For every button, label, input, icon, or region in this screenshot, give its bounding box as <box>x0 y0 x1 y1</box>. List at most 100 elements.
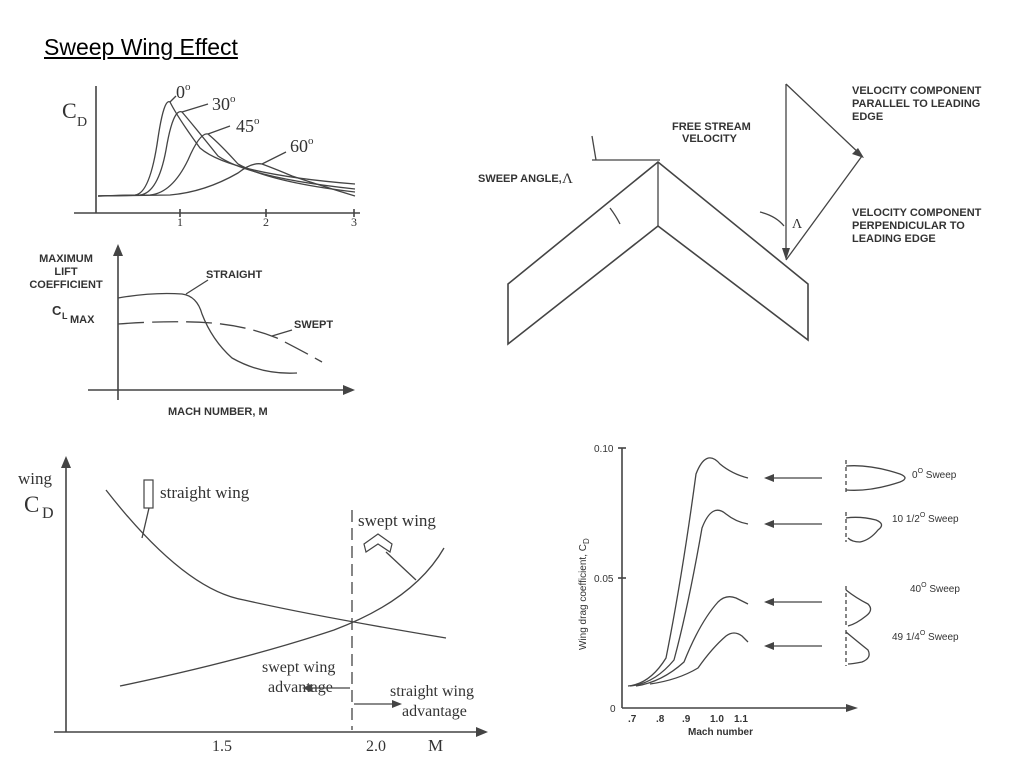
profile-0-sweep-wing <box>845 465 906 491</box>
perpendicular-line1: VELOCITY COMPONENT <box>852 207 982 219</box>
y-axis-arrow <box>113 244 123 256</box>
sweep-angle-label: SWEEP ANGLE, <box>478 173 562 185</box>
drag-coefficient-diagram: Wing drag coefficient, CD 0.10 0.05 0 .7… <box>578 444 960 738</box>
angle-label-0: 0o <box>176 81 191 102</box>
sweep-label-10: 10 1/2O Sweep <box>892 512 959 525</box>
cd-axis-subscript: D <box>77 115 87 130</box>
angle-label-45: 45o <box>236 115 260 136</box>
parallel-arrowhead <box>852 148 864 158</box>
tick-label-2: 2 <box>263 215 269 228</box>
y-axis-label: Wing drag coefficient, CD <box>578 538 591 650</box>
cd-symbol: C <box>24 492 39 517</box>
free-stream-arrowhead <box>782 248 790 260</box>
swept-wing-curve <box>119 547 445 687</box>
profile-49-sweep-wing <box>845 631 870 665</box>
wing-geometry-diagram: FREE STREAM VELOCITY SWEEP ANGLE, Λ Λ VE… <box>478 83 982 346</box>
y-label-line3: COEFFICIENT <box>29 279 103 291</box>
angle-label-30: 30o <box>212 93 236 114</box>
x-axis-arrow <box>846 704 858 712</box>
angle-label-60: 60o <box>290 135 314 156</box>
straight-adv-line2: advantage <box>402 703 467 720</box>
lambda-arc <box>759 211 785 227</box>
lift-coefficient-panel: MAXIMUM LIFT COEFFICIENT C L MAX STRAIGH… <box>22 240 367 430</box>
parallel-line3: EDGE <box>852 111 883 123</box>
straight-wing-curve <box>105 489 447 639</box>
y-tick-label-0-10: 0.10 <box>594 444 614 455</box>
y-tick-label-0: 0 <box>610 704 616 715</box>
x-axis-label: Mach number <box>688 727 753 738</box>
straight-adv-line1: straight wing <box>390 683 474 700</box>
sweep-label-40: 40O Sweep <box>910 582 960 595</box>
x-axis-arrow <box>476 727 488 737</box>
swept-wing-icon <box>363 533 393 553</box>
x-tick-0-7: .7 <box>628 714 637 725</box>
x-axis-label: MACH NUMBER, M <box>168 406 268 418</box>
x-axis-label: M <box>428 736 443 755</box>
wing-label: wing <box>18 469 53 488</box>
sweep-label-49: 49 1/4O Sweep <box>892 630 959 643</box>
parallel-line2: PARALLEL TO LEADING <box>852 98 980 110</box>
swept-label: SWEPT <box>294 319 333 331</box>
wing-geometry-panel: FREE STREAM VELOCITY SWEEP ANGLE, Λ Λ VE… <box>470 78 1000 350</box>
leader-60 <box>261 151 287 165</box>
sweep-angle-arc <box>609 207 621 225</box>
perpendicular-line3: LEADING EDGE <box>852 233 936 245</box>
drag-coefficient-panel: Wing drag coefficient, CD 0.10 0.05 0 .7… <box>570 438 1015 748</box>
perpendicular-line2: PERPENDICULAR TO <box>852 220 965 232</box>
x-axis-arrow <box>343 385 355 395</box>
lambda-label: Λ <box>792 217 803 232</box>
swept-adv-arrowhead <box>302 684 312 692</box>
sweep-label-0: 0O Sweep <box>912 468 957 481</box>
leader-0 <box>169 95 177 103</box>
straight-wing-label: straight wing <box>160 483 250 502</box>
clmax-sub-l: L <box>62 311 68 321</box>
swept-adv-line1: swept wing <box>262 659 335 676</box>
straight-leader <box>185 279 209 295</box>
free-stream-line1: FREE STREAM <box>672 121 751 133</box>
x-tick-0-9: .9 <box>682 714 691 725</box>
x-tick-1-1: 1.1 <box>734 714 748 725</box>
leader-45 <box>207 125 231 135</box>
x-tick-2-0: 2.0 <box>366 738 386 755</box>
straight-adv-arrowhead <box>392 700 402 708</box>
sweep-angle-marker <box>591 135 597 161</box>
sweep-angle-symbol: Λ <box>562 171 573 187</box>
straight-wing-leader <box>141 507 150 539</box>
tick-label-3: 3 <box>351 215 357 228</box>
curve-40-sweep <box>635 596 749 687</box>
y-tick-label-0-05: 0.05 <box>594 574 614 585</box>
clmax-sub-max: MAX <box>70 314 95 326</box>
x-tick-1-0: 1.0 <box>710 714 724 725</box>
profile-10-sweep-wing <box>845 516 883 543</box>
arrowhead-40-sweep <box>764 598 774 606</box>
drag-vs-mach-panel: C D 1 2 3 0o 30o 45o 60o <box>60 78 370 228</box>
curve-0-sweep <box>627 457 749 687</box>
cd-axis-label: C <box>62 98 77 123</box>
straight-wing-icon <box>143 479 154 509</box>
parallel-line1: VELOCITY COMPONENT <box>852 85 982 97</box>
wing-comparison-panel: wing C D straight wing swept wing swept … <box>14 450 494 760</box>
straight-curve <box>117 292 298 374</box>
swept-adv-line2: advantage <box>268 679 333 696</box>
cd-subscript: D <box>42 505 54 522</box>
parallel-component-vector <box>785 83 863 157</box>
y-label-line1: MAXIMUM <box>39 253 93 265</box>
straight-label: STRAIGHT <box>206 269 263 281</box>
swept-wing-label: swept wing <box>358 511 436 530</box>
swept-leader <box>271 329 293 337</box>
curve-10-sweep <box>629 509 749 687</box>
curve-60-deg <box>97 163 356 197</box>
x-tick-1-5: 1.5 <box>212 738 232 755</box>
drag-vs-mach-diagram: C D 1 2 3 0o 30o 45o 60o <box>62 81 360 228</box>
wing-comparison-diagram: wing C D straight wing swept wing swept … <box>18 456 488 755</box>
profile-40-sweep-wing <box>845 589 872 627</box>
tick-label-1: 1 <box>177 215 183 228</box>
swept-curve <box>117 321 323 363</box>
curve-45-deg <box>97 133 356 197</box>
curve-49-sweep <box>649 632 749 685</box>
free-stream-line2: VELOCITY <box>682 133 738 145</box>
arrowhead-49-sweep <box>764 642 774 650</box>
page-title: Sweep Wing Effect <box>44 34 238 60</box>
arrowhead-10-sweep <box>764 520 774 528</box>
clmax-symbol: C <box>52 303 62 318</box>
